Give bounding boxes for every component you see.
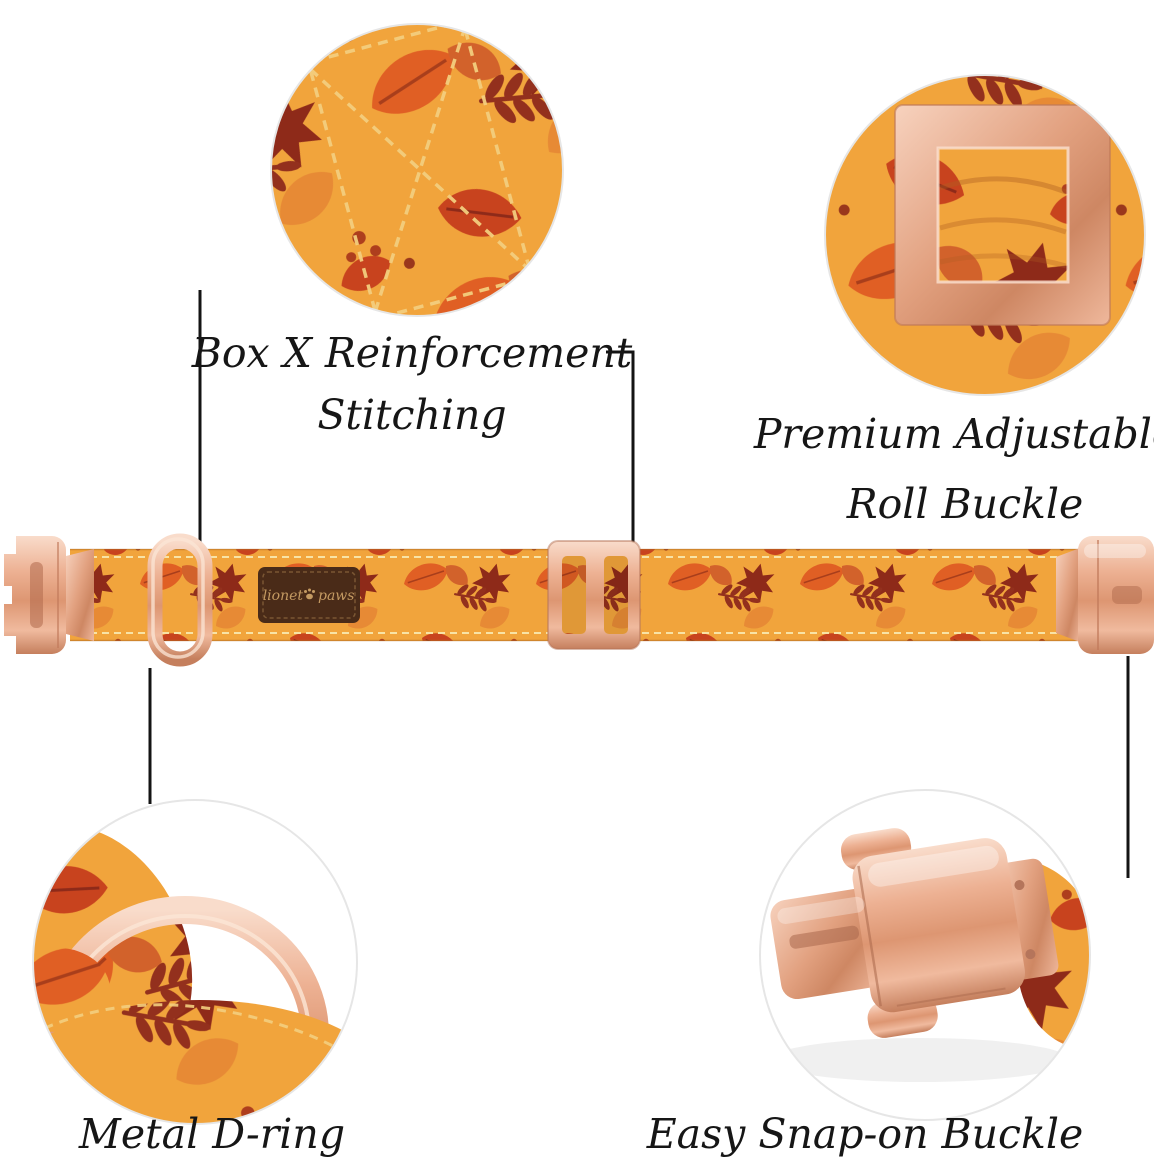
label-box-stitching-line1: Box X Reinforcement [191, 329, 633, 377]
label-snap-buckle: Easy Snap-on Buckle [620, 1104, 1110, 1166]
buckle-shadow [770, 1038, 1070, 1082]
label-box-stitching-line2: Stitching [317, 390, 507, 439]
collar: lionet paws [4, 533, 1154, 667]
label-roll-buckle-line2: Roll Buckle [846, 479, 1084, 528]
callout-box-stitching [270, 23, 564, 317]
paw-icon [304, 588, 315, 600]
brand-word-right: paws [318, 588, 354, 604]
leader-lines [148, 290, 1130, 878]
collar-buckle-male [1056, 536, 1154, 654]
label-d-ring: Metal D-ring [40, 1104, 384, 1166]
brand-word-left: lionet [263, 588, 304, 604]
roll-buckle-frame [894, 104, 1111, 326]
label-box-stitching: Box X Reinforcement Stitching [162, 323, 662, 446]
brand-patch: lionet paws [258, 567, 360, 623]
callout-circle-border [32, 799, 358, 1125]
callout-circle-border [270, 23, 564, 317]
callout-roll-buckle [824, 74, 1146, 396]
d-ring-fabric-bottom [33, 1000, 357, 1124]
x-stitching-detail [271, 24, 563, 316]
snap-buckle-metal [770, 828, 1059, 1038]
label-d-ring-text: Metal D-ring [78, 1110, 346, 1158]
label-roll-buckle: Premium Adjustable Roll Buckle [740, 400, 1154, 539]
callout-snap-buckle [759, 789, 1091, 1121]
collar-buckle-female [4, 536, 94, 654]
collar-d-ring [147, 533, 213, 667]
leader-line-adjuster [606, 350, 635, 554]
collar-adjuster [547, 540, 641, 650]
callout-circle-border [824, 74, 1146, 396]
d-ring-edge-stitch [33, 1003, 357, 1064]
label-snap-buckle-text: Easy Snap-on Buckle [646, 1110, 1084, 1158]
label-roll-buckle-line1: Premium Adjustable [753, 410, 1154, 458]
callout-circle-border [759, 789, 1091, 1121]
d-ring-fabric-tuft [33, 948, 110, 1032]
